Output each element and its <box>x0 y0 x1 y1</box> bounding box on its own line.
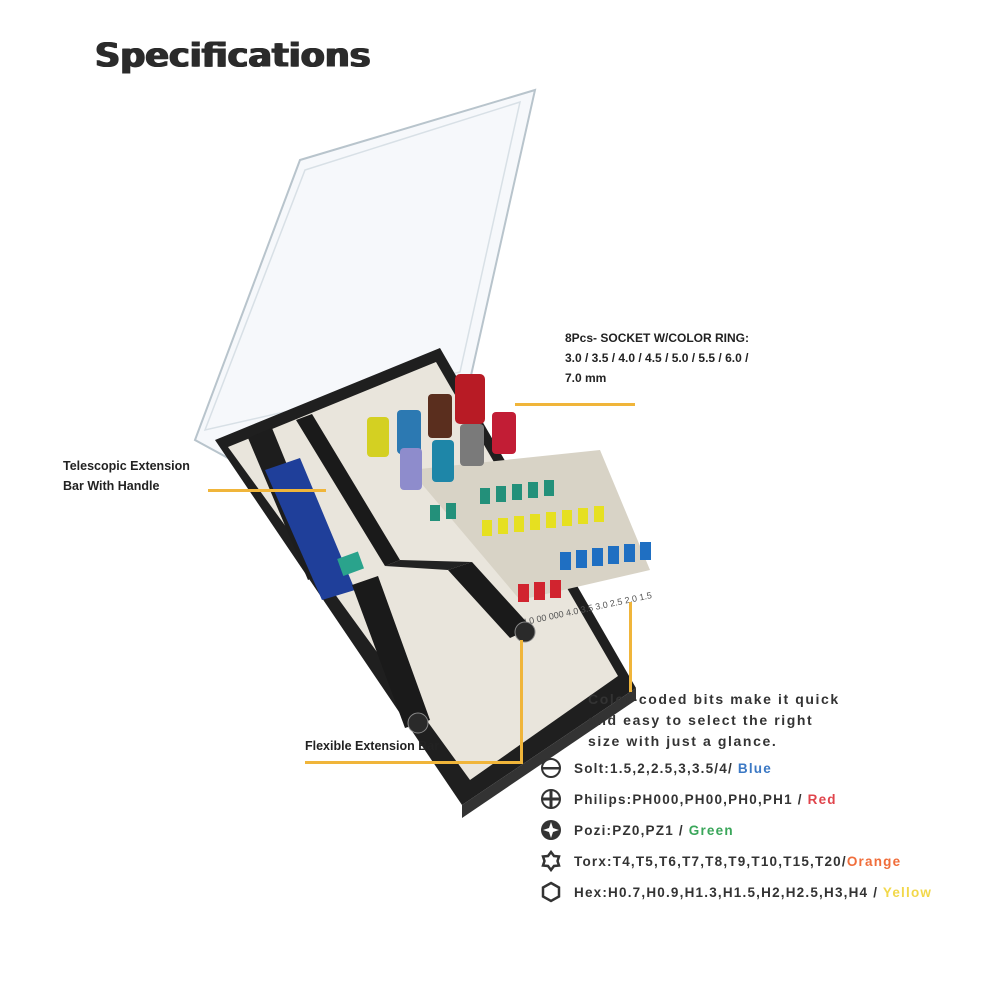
legend-text: Torx:T4,T5,T6,T7,T8,T9,T10,T15,T20/Orang… <box>574 853 902 869</box>
flexible-bar <box>296 414 536 643</box>
socket-leader-line <box>515 403 635 406</box>
hex-icon <box>541 881 561 903</box>
page-title: Specifications <box>95 37 371 75</box>
torx-icon <box>541 850 561 872</box>
pozi-icon <box>541 820 561 840</box>
telescopic-handle <box>248 428 430 734</box>
socket-group <box>367 374 516 490</box>
legend-hex: Hex:H0.7,H0.9,H1.3,H1.5,H2,H2.5,H3,H4 / … <box>540 880 932 904</box>
bit-rows <box>430 480 651 602</box>
legend-phillips: Philips:PH000,PH00,PH0,PH1 / Red <box>540 787 837 811</box>
note-leader-line <box>629 602 632 692</box>
socket-label-line3: 7.0 mm <box>565 371 607 385</box>
note-line1: Color-coded bits make it quick <box>588 691 840 707</box>
legend-text: Hex:H0.7,H0.9,H1.3,H1.5,H2,H2.5,H3,H4 / … <box>574 884 933 900</box>
telescopic-leader-line <box>208 489 326 492</box>
socket-label-line2: 3.0 / 3.5 / 4.0 / 4.5 / 5.0 / 5.5 / 6.0 … <box>565 351 749 365</box>
note-line3: size with just a glance. <box>588 733 778 749</box>
telescopic-label-line2: Bar With Handle <box>63 479 160 493</box>
phillips-icon <box>541 789 561 809</box>
flexible-leader-vertical <box>520 640 523 764</box>
color-coded-note: Color-coded bits make it quick and easy … <box>588 689 840 752</box>
legend-text: Solt:1.5,2,2.5,3,3.5/4/ Blue <box>574 760 772 776</box>
telescopic-bar-label: Telescopic Extension Bar With Handle <box>63 456 190 496</box>
socket-label: 8Pcs- SOCKET W/COLOR RING: 3.0 / 3.5 / 4… <box>565 328 749 388</box>
legend-text: Pozi:PZ0,PZ1 / Green <box>574 822 734 838</box>
flexible-bar-label: Flexible Extension Bar <box>305 739 440 753</box>
telescopic-label-line1: Telescopic Extension <box>63 459 190 473</box>
flexible-leader-line <box>305 761 523 764</box>
socket-label-line1: 8Pcs- SOCKET W/COLOR RING: <box>565 331 750 345</box>
slotted-icon <box>541 758 561 778</box>
note-line2: and easy to select the right <box>588 712 814 728</box>
legend-text: Philips:PH000,PH00,PH0,PH1 / Red <box>574 791 837 807</box>
legend-pozi: Pozi:PZ0,PZ1 / Green <box>540 818 734 842</box>
legend-torx: Torx:T4,T5,T6,T7,T8,T9,T10,T15,T20/Orang… <box>540 849 901 873</box>
legend-slotted: Solt:1.5,2,2.5,3,3.5/4/ Blue <box>540 756 772 780</box>
